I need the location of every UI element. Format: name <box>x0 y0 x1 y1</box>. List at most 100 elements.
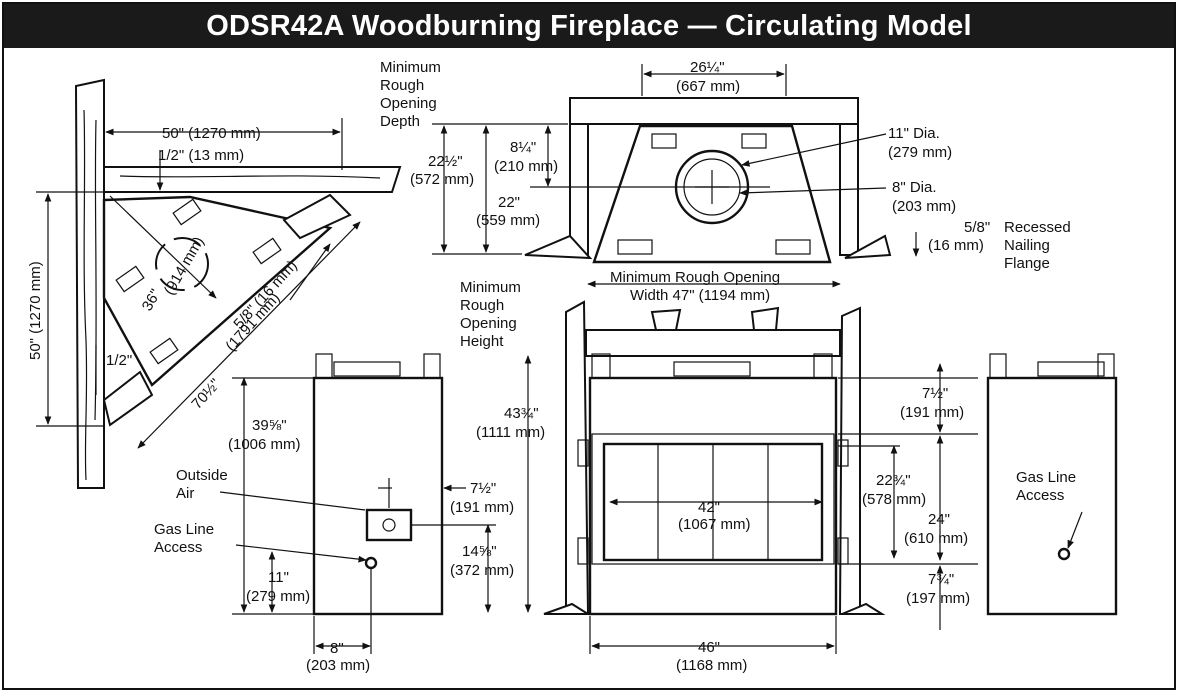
corner-vertical-wall <box>74 78 105 489</box>
outside-air-leader <box>219 491 366 511</box>
side-gas-l1: Gas Line <box>154 521 214 538</box>
vent-grille <box>252 237 282 265</box>
outside-air-port <box>382 518 396 532</box>
right-gas-port <box>1057 547 1071 561</box>
min-depth-l2: Rough <box>380 77 424 94</box>
front-top-vent <box>673 361 751 377</box>
front-right-stud <box>838 306 861 615</box>
right-side-view: Gas Line Access <box>986 353 1118 616</box>
corner-installation-view: 50" (1270 mm) 1/2" (13 mm) 36" (914 mm) … <box>27 78 402 489</box>
front-header-block <box>750 306 780 331</box>
base-width-mm: (1168 mm) <box>676 657 747 674</box>
min-width-l2: Width 47" (1194 mm) <box>630 287 770 304</box>
frame-height-mm: (610 mm) <box>904 530 968 547</box>
wood-grain <box>83 109 88 481</box>
outside-air-box <box>365 508 413 542</box>
front-header-block <box>650 308 682 331</box>
min-width-l1: Minimum Rough Opening <box>610 269 780 286</box>
top-vent <box>741 133 767 149</box>
side-body <box>312 376 444 616</box>
side-view: 39⅝" (1006 mm) Outside Air Gas Line Acce… <box>154 353 514 674</box>
top-right-flange <box>844 234 892 259</box>
outside-air-l2: Air <box>176 485 194 502</box>
opening-height-in: 22¾" <box>876 472 911 489</box>
flange-label-1: Recessed <box>1004 219 1071 236</box>
gas-line-port <box>364 556 378 570</box>
right-gas-l2: Access <box>1016 487 1064 504</box>
corner-width-label: 50" (1270 mm) <box>162 125 261 142</box>
gas-height-in: 11" <box>268 569 289 586</box>
corner-wood-block <box>102 370 154 427</box>
min-depth-l3: Opening <box>380 95 437 112</box>
min-height-l1: Minimum <box>460 279 521 296</box>
corner-diag-in-label: 70½" <box>188 376 224 413</box>
air-offset-in: 7½" <box>470 480 496 497</box>
front-opening-frame <box>591 433 835 565</box>
hearth-mm: (197 mm) <box>906 590 970 607</box>
corner-height-label: 50" (1270 mm) <box>27 261 44 360</box>
wood-grain <box>119 175 381 179</box>
corner-wood-block <box>282 193 352 240</box>
corner-radius-label-1: 36" <box>139 286 165 314</box>
min-depth-l4: Depth <box>380 113 420 130</box>
air-height-mm: (372 mm) <box>450 562 514 579</box>
front-right-foot <box>841 602 886 615</box>
frame-height-in: 24" <box>928 511 950 528</box>
air-height-in: 14⅝" <box>462 543 497 560</box>
dia-large-in: 11" Dia. <box>888 125 940 142</box>
hinge <box>577 537 589 565</box>
vent-grille <box>172 198 202 226</box>
dia-small-leader <box>739 187 887 197</box>
right-top-tab <box>1097 353 1115 379</box>
flange-label-2: Nailing <box>1004 237 1050 254</box>
min-height-l3: Opening <box>460 315 517 332</box>
depth-a-in: 8¼" <box>510 139 536 156</box>
front-body <box>588 376 838 616</box>
hinge <box>577 439 589 467</box>
corner-offset-top-label: 1/2" (13 mm) <box>158 147 244 164</box>
top-header-beam <box>569 97 859 125</box>
flange-dim-line <box>289 243 331 301</box>
depth-b-in: 22" <box>498 194 520 211</box>
right-gas-l1: Gas Line <box>1016 469 1076 486</box>
top-vent <box>651 133 677 149</box>
opening-width-in: 42" <box>698 499 720 516</box>
front-left-stud <box>565 300 590 615</box>
depth-total-mm: (572 mm) <box>410 171 474 188</box>
top-gap-mm: (191 mm) <box>900 404 964 421</box>
corner-radius-label-2: (914 mm) <box>161 234 208 298</box>
depth-total-in: 22½" <box>428 153 463 170</box>
side-height-in: 39⅝" <box>252 417 287 434</box>
outside-air-l1: Outside <box>176 467 228 484</box>
opening-height-mm: (578 mm) <box>862 491 926 508</box>
top-left-flange <box>524 234 593 260</box>
gas-offset-mm: (203 mm) <box>306 657 370 674</box>
top-width-in: 26¼" <box>690 59 725 76</box>
depth-a-mm: (210 mm) <box>494 158 558 175</box>
side-gas-l2: Access <box>154 539 202 556</box>
vent-grille <box>149 337 179 365</box>
depth-b-mm: (559 mm) <box>476 212 540 229</box>
top-firebox <box>592 124 832 264</box>
gas-height-mm: (279 mm) <box>246 588 310 605</box>
flange-in: 5/8" <box>964 219 990 236</box>
side-top-tab <box>315 353 333 379</box>
side-height-mm: (1006 mm) <box>228 436 301 453</box>
right-top-tab <box>989 353 1007 379</box>
min-height-l2: Rough <box>460 297 504 314</box>
top-vent <box>775 239 811 255</box>
diagram-title: ODSR42A Woodburning Fireplace — Circulat… <box>4 4 1174 48</box>
corner-horizontal-wall <box>103 166 402 193</box>
hearth-in: 7¾" <box>928 571 954 588</box>
air-offset-mm: (191 mm) <box>450 499 514 516</box>
top-width-mm: (667 mm) <box>676 78 740 95</box>
front-left-foot <box>543 602 592 615</box>
flange-mm: (16 mm) <box>928 237 984 254</box>
front-top-tab <box>813 353 833 379</box>
hinge <box>837 439 849 467</box>
gas-line-leader <box>235 544 367 563</box>
base-width-in: 46" <box>698 639 720 656</box>
